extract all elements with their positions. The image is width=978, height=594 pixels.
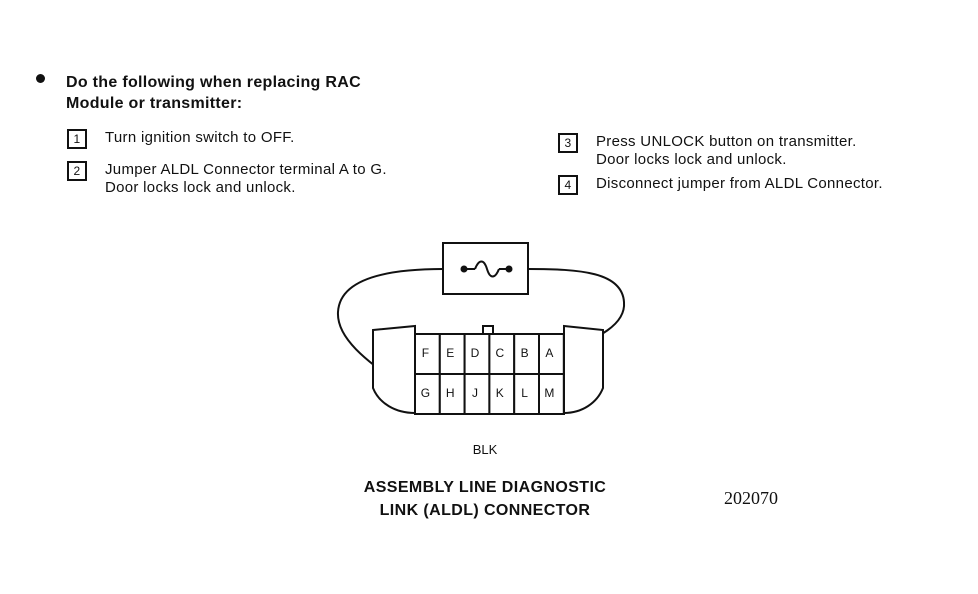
terminal-l-cell (513, 373, 541, 415)
step-text-line-1: Press UNLOCK button on transmitter. (596, 133, 857, 150)
terminal-m-cell (538, 373, 565, 415)
step-number-box: 4 (558, 175, 578, 195)
step-text: Disconnect jumper from ALDL Connector. (596, 175, 883, 193)
step-text-line-2: Door locks lock and unlock. (105, 179, 296, 196)
terminal-g-label: G (421, 386, 430, 400)
step-text: Jumper ALDL Connector terminal A to G. D… (105, 161, 387, 197)
terminal-k-label: K (496, 386, 504, 400)
terminal-a-label: A (545, 346, 553, 360)
terminal-b-label: B (521, 346, 529, 360)
terminal-f-label: F (422, 346, 429, 360)
step-text-line-1: Jumper ALDL Connector terminal A to G. (105, 161, 387, 178)
terminal-g-cell (414, 373, 441, 415)
connector-housing-right (563, 324, 604, 415)
terminal-e-label: E (446, 346, 454, 360)
heading-line-1: Do the following when replacing RAC (66, 74, 361, 91)
diagram-caption: ASSEMBLY LINE DIAGNOSTIC LINK (ALDL) CON… (330, 476, 640, 522)
terminal-l-label: L (521, 386, 528, 400)
terminal-c-cell (488, 333, 516, 375)
step-number-box: 2 (67, 161, 87, 181)
terminal-h-label: H (446, 386, 455, 400)
fuse-box (442, 242, 529, 295)
step-text-line-1: Disconnect jumper from ALDL Connector. (596, 175, 883, 192)
terminal-d-label: D (471, 346, 480, 360)
terminal-h-cell (438, 373, 466, 415)
terminal-c-label: C (495, 346, 504, 360)
figure-number: 202070 (724, 488, 778, 508)
terminal-j-label: J (472, 386, 478, 400)
terminal-f-cell (414, 333, 441, 375)
step-text-line-1: Turn ignition switch to OFF. (105, 129, 295, 146)
terminal-k-cell (488, 373, 516, 415)
step-number-box: 3 (558, 133, 578, 153)
caption-line-1: ASSEMBLY LINE DIAGNOSTIC (363, 479, 607, 496)
instructions-heading: Do the following when replacing RAC Modu… (66, 72, 361, 114)
heading-line-2: Module or transmitter: (66, 95, 243, 112)
step-number-box: 1 (67, 129, 87, 149)
caption-line-2: LINK (ALDL) CONNECTOR (379, 502, 591, 519)
connector-color-label: BLK (473, 442, 498, 457)
terminal-a-cell (538, 333, 565, 375)
connector-terminals: F E D C B A G H J K L M (414, 333, 565, 415)
fuse-icon (460, 260, 513, 278)
step-text: Turn ignition switch to OFF. (105, 129, 295, 147)
step-text-line-2: Door locks lock and unlock. (596, 151, 787, 168)
connector-housing-left (372, 324, 416, 415)
terminal-m-label: M (544, 386, 554, 400)
bullet-icon (36, 74, 45, 83)
step-text: Press UNLOCK button on transmitter. Door… (596, 133, 857, 169)
